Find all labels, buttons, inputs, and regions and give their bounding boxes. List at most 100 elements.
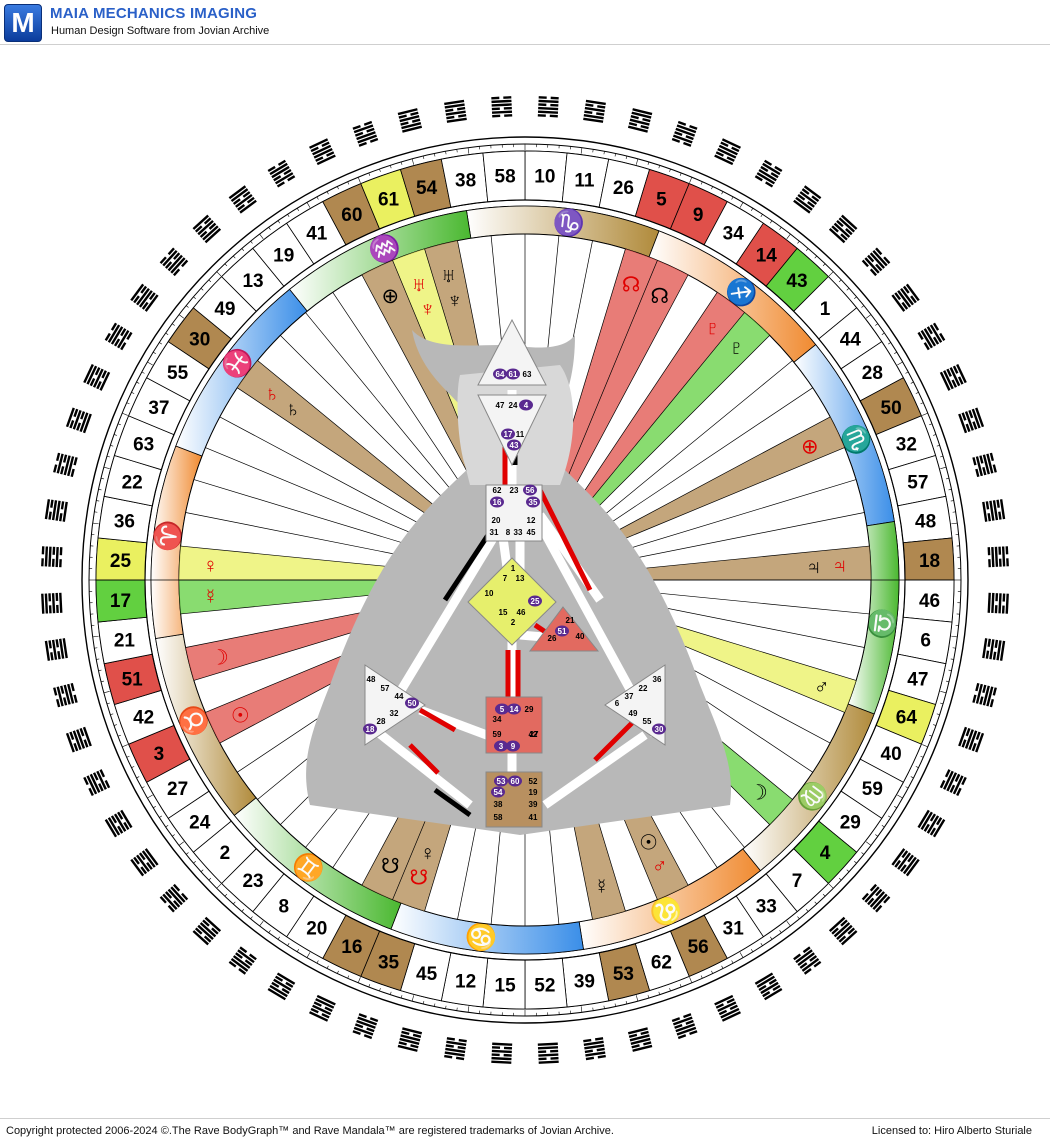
gate-number-29: 29	[840, 812, 861, 833]
gate-number-3: 3	[154, 744, 165, 765]
planet-icon: ♅	[441, 264, 457, 287]
planet-icon: ♂	[652, 855, 668, 878]
gate-label-26: 26	[548, 634, 557, 643]
gate-label-46: 46	[517, 608, 526, 617]
hexagram-icon	[628, 108, 652, 133]
gate-label-23: 23	[510, 486, 519, 495]
hexagram-icon	[793, 946, 821, 974]
gate-label-43: 43	[510, 441, 519, 450]
gate-label-52: 52	[529, 777, 538, 786]
gate-number-2: 2	[220, 843, 231, 864]
gate-number-55: 55	[167, 363, 189, 384]
hexagram-icon	[972, 683, 997, 707]
hexagram-icon	[891, 284, 919, 312]
gate-label-24: 24	[509, 401, 518, 410]
gate-number-21: 21	[114, 630, 136, 651]
hexagram-icon	[793, 185, 821, 213]
gate-number-33: 33	[756, 896, 777, 917]
copyright-text: Copyright protected 2006-2024 ©.The Rave…	[6, 1125, 614, 1137]
gate-number-27: 27	[167, 779, 188, 800]
gate-label-17: 17	[504, 430, 513, 439]
planet-icon: ☊	[622, 273, 641, 296]
hexagram-icon	[353, 1013, 379, 1039]
hexagram-icon	[268, 160, 296, 188]
planet-icon: ☽	[210, 647, 229, 670]
planet-icon: ♃	[806, 556, 822, 579]
hexagram-icon	[940, 364, 967, 391]
hexagram-icon	[45, 499, 68, 522]
hexagram-icon	[829, 215, 858, 244]
gate-label-44: 44	[395, 692, 404, 701]
hexagram-icon	[53, 453, 78, 477]
gate-label-16: 16	[493, 498, 502, 507]
planet-icon: ☋	[381, 855, 400, 878]
gate-number-40: 40	[881, 744, 902, 765]
hexagram-icon	[714, 138, 741, 165]
gate-label-57: 57	[381, 684, 390, 693]
gate-number-57: 57	[907, 473, 928, 494]
gate-label-22: 22	[639, 684, 648, 693]
gate-label-2: 2	[511, 618, 516, 627]
gate-number-17: 17	[110, 591, 131, 612]
gate-number-6: 6	[920, 630, 931, 651]
gate-number-44: 44	[840, 330, 862, 351]
gate-label-8: 8	[506, 528, 511, 537]
zodiac-sign-icon: ♈	[151, 518, 185, 554]
planet-icon: ♀	[420, 842, 436, 865]
gate-label-36: 36	[653, 675, 662, 684]
hexagram-icon	[538, 96, 559, 117]
hexagram-icon	[309, 138, 336, 165]
gate-number-63: 63	[133, 435, 154, 456]
hexagram-icon	[862, 248, 891, 277]
gate-label-11: 11	[516, 430, 525, 439]
gate-number-54: 54	[416, 178, 438, 199]
app-title: MAIA MECHANICS IMAGING	[50, 5, 257, 22]
planet-icon: ☉	[231, 705, 250, 728]
gate-label-7: 7	[503, 574, 508, 583]
gate-label-53: 53	[497, 777, 506, 786]
gate-label-64: 64	[496, 370, 505, 379]
gate-number-26: 26	[613, 178, 634, 199]
hexagram-icon	[829, 917, 858, 946]
gate-number-42: 42	[133, 707, 154, 728]
gate-number-39: 39	[574, 972, 595, 993]
hexagram-icon	[83, 769, 110, 796]
planet-icon: ♄	[264, 382, 280, 405]
planet-icon: ☿	[594, 876, 610, 899]
app-subtitle: Human Design Software from Jovian Archiv…	[51, 25, 269, 37]
hexagram-icon	[491, 96, 512, 117]
gate-label-41: 41	[529, 813, 538, 822]
gate-number-4: 4	[820, 843, 831, 864]
gate-label-29: 29	[525, 705, 534, 714]
gate-label-4: 4	[524, 401, 529, 410]
gate-label-37: 37	[625, 692, 634, 701]
gate-label-6: 6	[615, 699, 620, 708]
gate-number-25: 25	[110, 551, 132, 572]
hexagram-icon	[958, 727, 984, 753]
gate-label-39: 39	[529, 800, 538, 809]
hexagram-icon	[628, 1027, 652, 1052]
gate-label-50: 50	[408, 699, 417, 708]
hexagram-icon	[940, 769, 967, 796]
gate-label-63: 63	[523, 370, 532, 379]
gate-label-10: 10	[485, 589, 494, 598]
planet-icon: ⊕	[801, 435, 819, 458]
gate-label-30: 30	[655, 725, 664, 734]
hexagram-icon	[491, 1043, 512, 1064]
gate-label-54: 54	[494, 788, 503, 797]
hexagram-icon	[982, 638, 1005, 661]
gate-label-5: 5	[500, 705, 505, 714]
hexagram-icon	[160, 248, 189, 277]
gate-label-60: 60	[511, 777, 520, 786]
hexagram-icon	[53, 683, 78, 707]
planet-icon: ♆	[447, 290, 463, 313]
gate-number-58: 58	[495, 166, 516, 187]
gate-label-58: 58	[494, 813, 503, 822]
gate-label-56: 56	[526, 486, 535, 495]
app-logo-icon: M	[4, 4, 42, 42]
gate-number-12: 12	[455, 972, 476, 993]
gate-number-30: 30	[189, 330, 210, 351]
gate-number-64: 64	[896, 707, 918, 728]
